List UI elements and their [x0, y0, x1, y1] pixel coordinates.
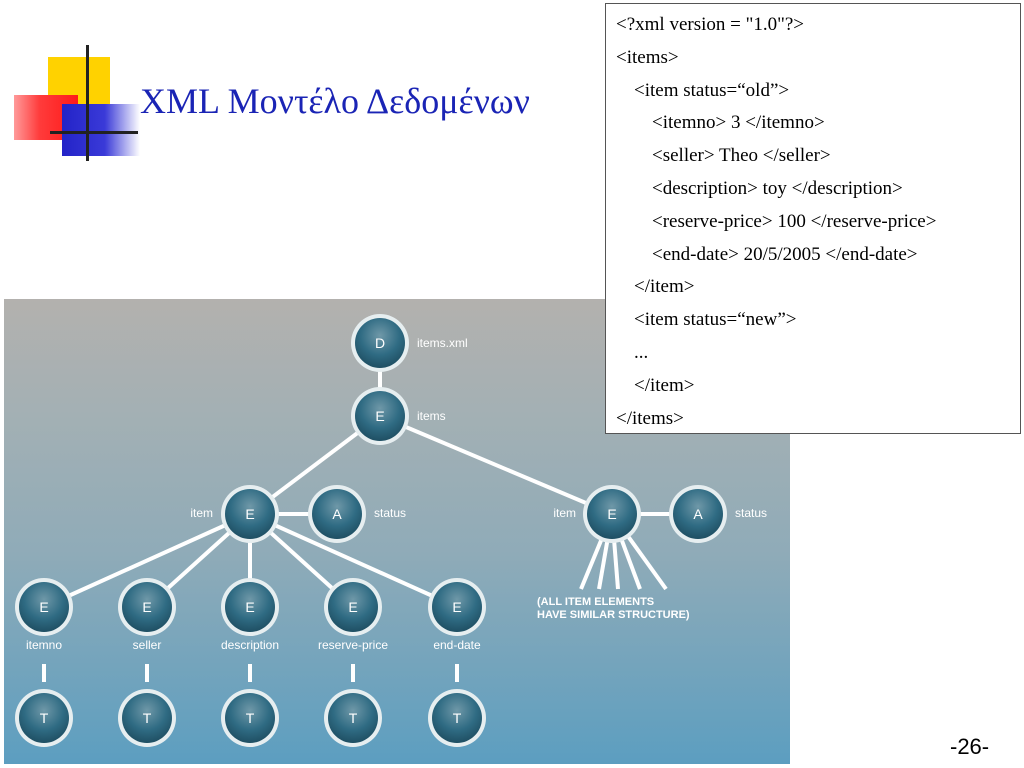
xml-line: <end-date> 20/5/2005 </end-date> — [652, 243, 918, 265]
tree-node-end-date: E — [428, 578, 486, 636]
node-label: status — [374, 506, 406, 520]
tree-note-line-2: HAVE SIMILAR STRUCTURE) — [537, 609, 690, 621]
node-label: itemno — [26, 638, 62, 652]
tree-node-item1: E — [221, 485, 279, 543]
node-disc — [432, 582, 482, 632]
xml-line: <item status=“old”> — [634, 79, 790, 101]
tree-node-status1: A — [308, 485, 366, 543]
node-label: item — [190, 506, 213, 520]
xml-line: <items> — [616, 46, 679, 68]
node-label: items.xml — [417, 336, 468, 350]
tree-node-status2: A — [669, 485, 727, 543]
node-disc — [328, 582, 378, 632]
node-disc — [225, 693, 275, 743]
logo-horizontal-line — [50, 131, 138, 134]
xml-code-box: <?xml version = "1.0"?> <items> <item stat… — [605, 3, 1021, 434]
node-disc — [328, 693, 378, 743]
xml-line: </items> — [616, 407, 684, 429]
tree-node-reserve-price: E — [324, 578, 382, 636]
xml-line: <?xml version = "1.0"?> — [616, 14, 805, 35]
node-disc — [225, 582, 275, 632]
xml-line: <description> toy </description> — [652, 177, 903, 199]
edge-items-item2 — [379, 414, 613, 516]
node-label: seller — [133, 638, 162, 652]
node-kind: A — [693, 506, 703, 522]
tree-node-item2: E — [583, 485, 641, 543]
page-number: -26- — [950, 734, 990, 759]
logo-vertical-line — [86, 45, 89, 161]
tree-node-t3: T — [221, 689, 279, 747]
logo-blue-square — [62, 104, 140, 156]
node-label: end-date — [433, 638, 481, 652]
tree-node-t5: T — [428, 689, 486, 747]
slide-title: XML Μοντέλο Δεδομένων — [140, 81, 530, 121]
node-kind: E — [348, 599, 357, 615]
node-disc — [355, 318, 405, 368]
tree-node-itemno: E — [15, 578, 73, 636]
node-kind: T — [349, 710, 358, 726]
node-label: item — [553, 506, 576, 520]
tree-note: (ALL ITEM ELEMENTS HAVE SIMILAR STRUCTUR… — [537, 596, 690, 621]
node-disc — [19, 582, 69, 632]
node-kind: E — [245, 506, 254, 522]
node-disc — [122, 582, 172, 632]
xml-line: </item> — [634, 374, 695, 396]
tree-labels: items.xml items item status item status itemno… — [26, 336, 767, 652]
node-kind: T — [40, 710, 49, 726]
node-kind: T — [143, 710, 152, 726]
node-kind: T — [246, 710, 255, 726]
tree-nodes: D E E A E A E E E E E T T T T T — [15, 314, 727, 747]
slide-logo — [0, 0, 140, 170]
tree-canvas: D E E A E A E E E E E T T T T T items.xml items item statu… — [15, 314, 767, 747]
node-label: description — [221, 638, 279, 652]
node-disc — [225, 489, 275, 539]
node-kind: E — [607, 506, 616, 522]
xml-code-lines: <?xml version = "1.0"?> <items> <item stat… — [616, 9, 1020, 435]
node-disc — [673, 489, 723, 539]
tree-node-seller: E — [118, 578, 176, 636]
xml-line: <item status=“new”> — [634, 309, 797, 331]
node-label: reserve-price — [318, 638, 388, 652]
xml-line: </item> — [634, 276, 695, 298]
node-kind: E — [375, 408, 384, 424]
xml-line: <seller> Theo </seller> — [652, 145, 831, 167]
tree-node-items: E — [351, 387, 409, 445]
node-label: status — [735, 506, 767, 520]
node-disc — [312, 489, 362, 539]
node-kind: E — [452, 599, 461, 615]
node-kind: A — [332, 506, 342, 522]
node-kind: T — [453, 710, 462, 726]
node-disc — [587, 489, 637, 539]
xml-tree-diagram: D E E A E A E E E E E T T T T T items.xml items item statu… — [4, 299, 790, 764]
node-kind: E — [245, 599, 254, 615]
xml-line: ... — [634, 341, 649, 363]
node-kind: E — [39, 599, 48, 615]
node-kind: D — [375, 335, 385, 351]
node-disc — [122, 693, 172, 743]
tree-node-t2: T — [118, 689, 176, 747]
tree-note-line-1: (ALL ITEM ELEMENTS — [537, 596, 654, 608]
node-disc — [355, 391, 405, 441]
node-disc — [19, 693, 69, 743]
node-kind: E — [142, 599, 151, 615]
node-label: items — [417, 409, 446, 423]
tree-node-description: E — [221, 578, 279, 636]
tree-node-t1: T — [15, 689, 73, 747]
xml-line: <reserve-price> 100 </reserve-price> — [652, 210, 937, 232]
node-disc — [432, 693, 482, 743]
tree-node-t4: T — [324, 689, 382, 747]
edge-item1-itemno — [43, 512, 251, 609]
tree-node-doc: D — [351, 314, 409, 372]
xml-line: <itemno> 3 </itemno> — [652, 112, 825, 134]
edge-item1-end_date — [249, 512, 458, 609]
